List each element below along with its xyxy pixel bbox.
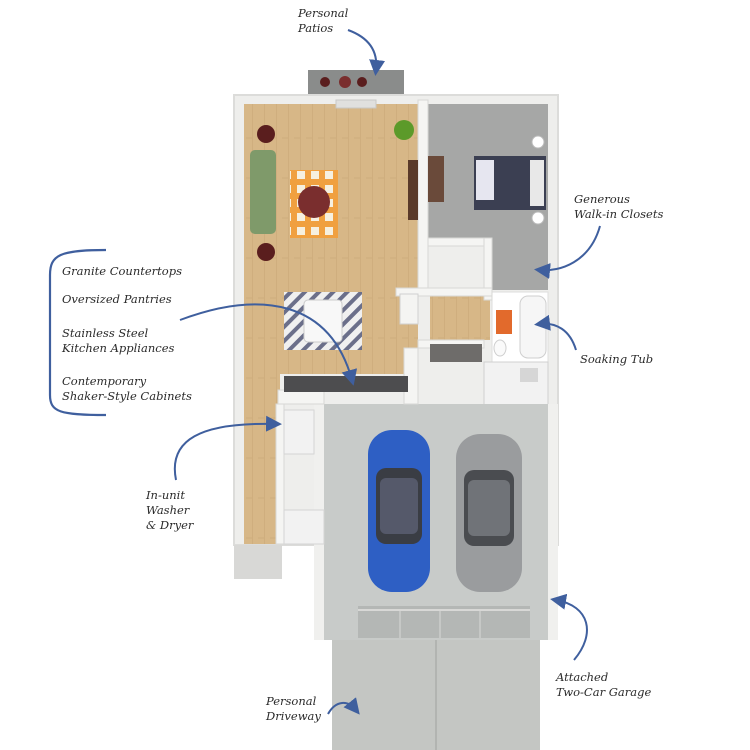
closets-label-line-2: Walk-in Closets (574, 207, 664, 221)
sliding-door (335, 99, 377, 109)
patios-label: Personal Patios (298, 6, 348, 36)
dining-table (303, 299, 343, 343)
garage-door (358, 606, 530, 638)
appliances-label: Stainless Steel Kitchen Appliances (62, 326, 174, 356)
closets-label: Generous Walk-in Closets (574, 192, 663, 222)
appliances-label-line-1: Stainless Steel (62, 326, 149, 340)
features-bracket (48, 248, 107, 417)
bedroom-rug (476, 160, 494, 200)
washer-label-line-3: & Dryer (146, 518, 194, 532)
soaking-tub (519, 295, 547, 359)
granite-countertop (430, 344, 482, 362)
blue-car (368, 430, 430, 592)
appliances-label-line-2: Kitchen Appliances (62, 341, 175, 355)
driveway-label-line-1: Personal (266, 694, 317, 708)
patio (308, 70, 404, 96)
utility-sink (520, 368, 538, 382)
entry-step (234, 545, 282, 579)
garage-label: Attached Two-Car Garage (556, 670, 651, 700)
toilet (493, 339, 507, 357)
nightstand-lamp-2 (531, 211, 545, 225)
soaking-tub-label-line-1: Soaking Tub (580, 352, 654, 366)
closet-floor (490, 238, 548, 290)
pantries-label: Oversized Pantries (62, 292, 172, 307)
sofa (250, 150, 276, 234)
kitchen-counter (284, 376, 408, 392)
utility-room (483, 361, 549, 407)
granite-label: Granite Countertops (62, 264, 182, 279)
washer-arrow (173, 415, 282, 481)
washer-label: In-unit Washer & Dryer (146, 488, 193, 533)
silver-car (456, 434, 522, 592)
armchair-bottom (257, 243, 275, 261)
armchair-top (257, 125, 275, 143)
soaking-tub-arrow (534, 314, 577, 351)
driveway-label-line-2: Driveway (266, 709, 321, 723)
laundry-area (283, 409, 315, 455)
bath-rug (496, 310, 512, 334)
coffee-table (298, 186, 330, 218)
plant (394, 120, 414, 140)
pantry (399, 293, 419, 325)
tv-stand (408, 160, 418, 220)
pantries-label-line-1: Oversized Pantries (62, 292, 172, 306)
hall-floor (244, 374, 280, 544)
driveway (332, 638, 540, 750)
closets-label-line-1: Generous (574, 192, 630, 206)
cabinets-label-line-2: Shaker-Style Cabinets (62, 389, 192, 403)
granite-label-line-1: Granite Countertops (62, 264, 182, 278)
driveway-arrow (327, 697, 360, 715)
dresser (428, 156, 444, 202)
nightstand-lamp (531, 135, 545, 149)
driveway-label: Personal Driveway (266, 694, 321, 724)
appliances-arrow (179, 303, 358, 386)
closets-arrow (534, 225, 601, 279)
hall-floor-2 (430, 290, 490, 340)
cabinets-label: Contemporary Shaker-Style Cabinets (62, 374, 192, 404)
garage-label-line-1: Attached (556, 670, 609, 684)
stairs (283, 509, 325, 545)
garage-arrow (550, 593, 588, 661)
washer-label-line-2: Washer (146, 503, 190, 517)
patios-arrow (347, 29, 386, 76)
bed-pillows (530, 160, 544, 206)
patios-label-line-2: Patios (298, 21, 334, 35)
soaking-tub-label: Soaking Tub (580, 352, 653, 367)
patios-label-line-1: Personal (298, 6, 349, 20)
garage-wall-right (548, 404, 558, 640)
washer-label-line-1: In-unit (146, 488, 185, 502)
cabinets-label-line-1: Contemporary (62, 374, 147, 388)
garage-label-line-2: Two-Car Garage (556, 685, 652, 699)
